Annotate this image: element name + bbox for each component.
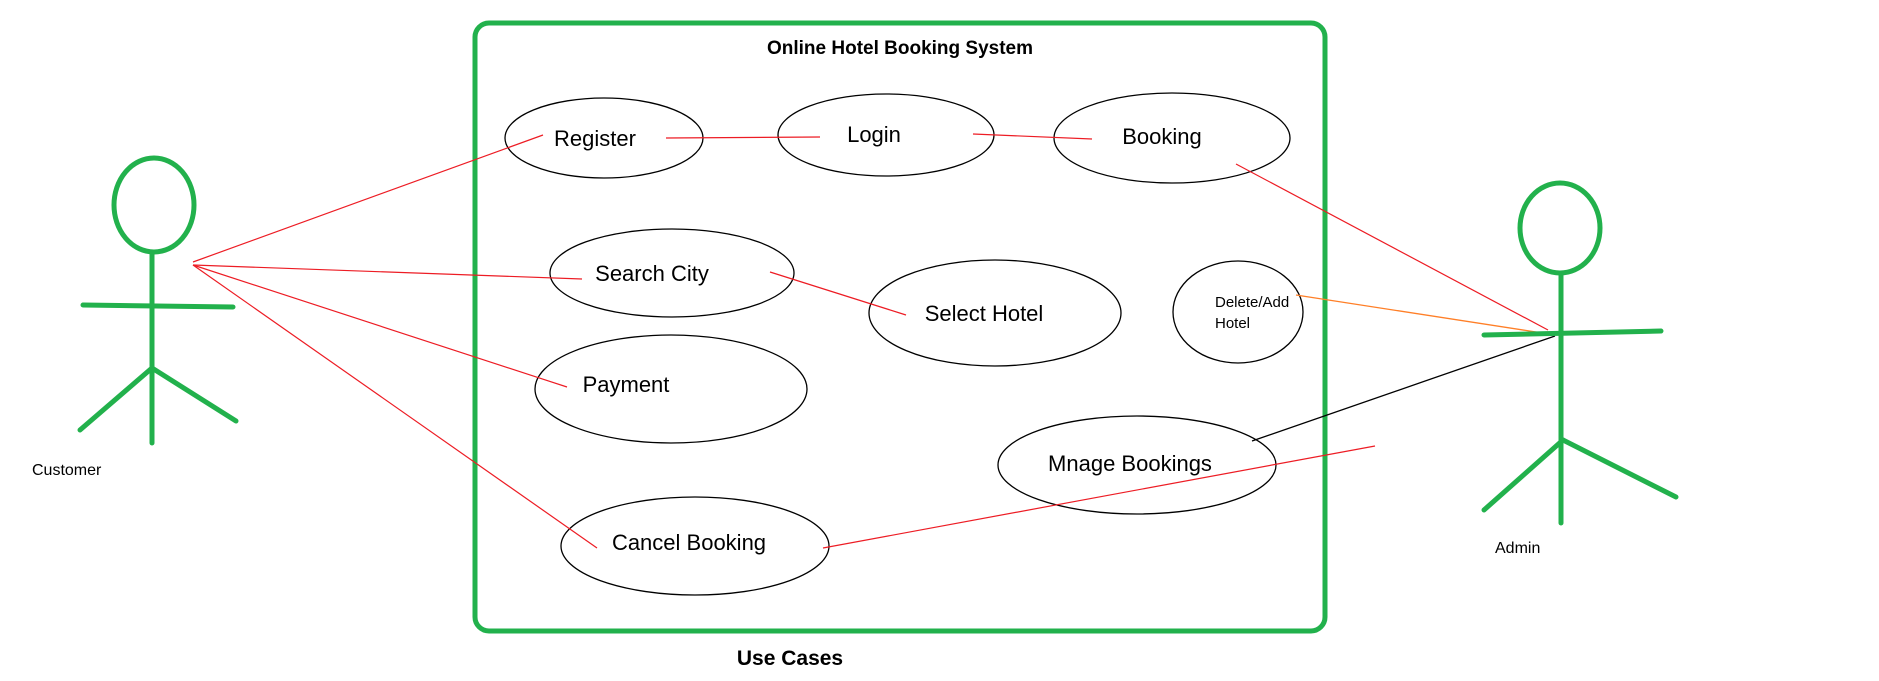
use-case-login-label: Login	[847, 122, 901, 147]
system-title: Online Hotel Booking System	[767, 38, 1033, 59]
use-case-delete-add-hotel-label-line1: Delete/Add	[1215, 294, 1289, 311]
use-case-booking: Booking	[1053, 92, 1291, 184]
use-case-search-city: Search City	[549, 228, 795, 318]
link-customer-register	[192, 134, 544, 263]
link-customer-payment	[192, 264, 568, 388]
use-case-select-hotel: Select Hotel	[868, 259, 1122, 367]
customer-right-leg	[149, 365, 239, 424]
link-booking-admin	[1235, 163, 1549, 331]
use-case-payment-label: Payment	[583, 372, 670, 397]
link-login-booking	[972, 133, 1093, 140]
customer-arms	[80, 302, 236, 310]
customer-head	[111, 155, 197, 255]
admin-arms	[1481, 328, 1664, 338]
admin-left-leg	[1481, 437, 1566, 513]
admin-right-leg	[1560, 437, 1679, 500]
link-search-city-select-hotel	[769, 271, 907, 316]
link-customer-search-city	[192, 264, 583, 280]
customer-left-leg	[77, 365, 155, 433]
use-case-cancel-booking: Cancel Booking	[560, 496, 830, 596]
use-case-select-hotel-label: Select Hotel	[925, 301, 1044, 326]
use-case-payment: Payment	[534, 334, 808, 444]
use-case-search-city-label: Search City	[595, 261, 709, 286]
admin-actor	[1481, 180, 1679, 526]
use-case-register: Register	[504, 97, 704, 179]
use-case-login: Login	[777, 93, 995, 177]
admin-head	[1517, 180, 1603, 276]
link-manage-bookings-admin	[1251, 335, 1556, 442]
association-lines	[192, 133, 1549, 549]
admin-label: Admin	[1495, 540, 1540, 557]
link-register-login	[665, 136, 821, 139]
use-case-booking-label: Booking	[1122, 124, 1202, 149]
use-case-delete-add-hotel: Delete/Add Hotel	[1172, 260, 1304, 364]
link-delete-add-hotel-admin	[1295, 294, 1550, 335]
use-case-delete-add-hotel-label-line2: Hotel	[1215, 315, 1250, 332]
use-case-cancel-booking-label: Cancel Booking	[612, 530, 766, 555]
link-cancel-booking-manage	[822, 445, 1376, 549]
system-boundary	[472, 20, 1328, 634]
use-case-register-label: Register	[554, 126, 636, 151]
diagram-footer: Use Cases	[737, 647, 843, 670]
use-case-manage-bookings: Mnage Bookings	[997, 415, 1277, 515]
link-customer-cancel-booking	[192, 264, 598, 549]
customer-actor	[77, 155, 239, 446]
customer-label: Customer	[32, 462, 102, 479]
use-case-manage-bookings-label: Mnage Bookings	[1048, 451, 1212, 476]
